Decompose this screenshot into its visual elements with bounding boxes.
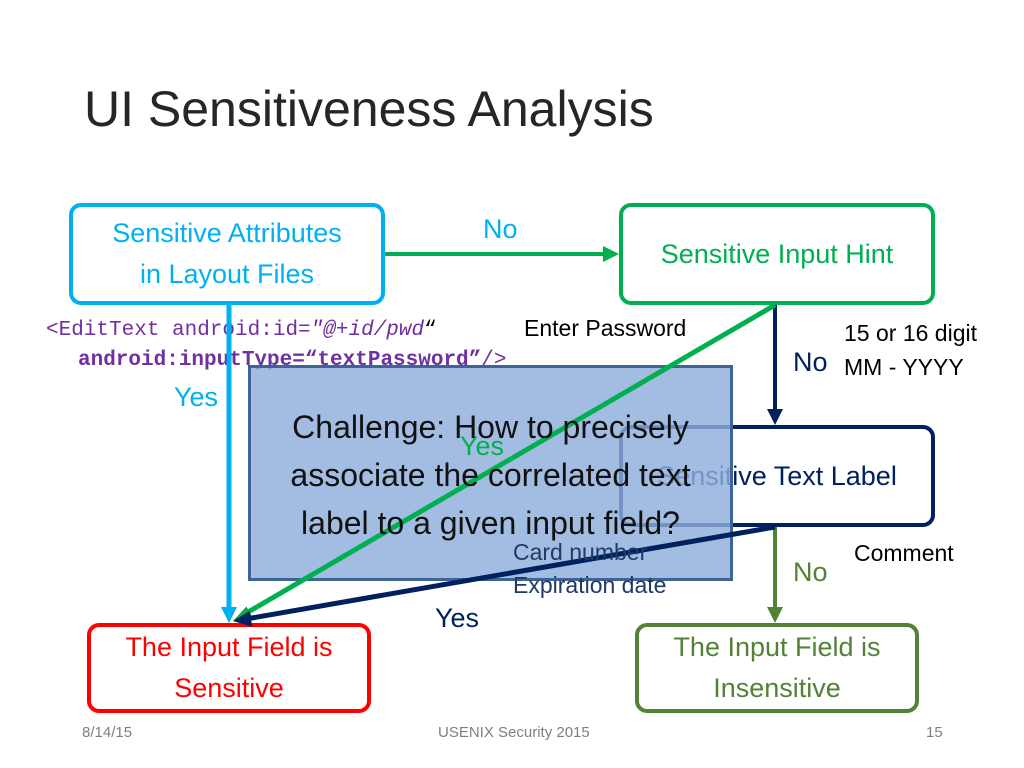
input-field-insensitive-line2: Insensitive — [713, 673, 841, 703]
edge-label-no-label: No — [793, 557, 828, 587]
challenge-line3: label to a given input field? — [301, 505, 680, 541]
example-enter-password: Enter Password — [524, 315, 687, 341]
edge-label-yes-hint: Yes — [460, 431, 505, 461]
input-field-sensitive-box: The Input Field is Sensitive — [87, 623, 371, 713]
code-id-value: "@+id/pwd — [310, 319, 425, 342]
arrowhead-attr-to-sensitive — [221, 607, 237, 623]
example-expiration-date: Expiration date — [513, 572, 667, 598]
sensitive-attributes-box: Sensitive Attributes in Layout Files — [69, 203, 385, 305]
code-quote: “ — [424, 319, 437, 342]
example-digits: 15 or 16 digit — [844, 320, 977, 346]
sensitive-attributes-line2: in Layout Files — [139, 259, 315, 289]
edge-label-yes-attr: Yes — [174, 382, 219, 412]
edge-label-no-hint: No — [793, 347, 828, 377]
arrow-label-to-sensitive — [245, 524, 776, 622]
input-field-sensitive-line2: Sensitive — [174, 673, 284, 703]
arrowhead-hint-to-label — [767, 409, 783, 425]
footer-venue: USENIX Security 2015 — [438, 724, 590, 741]
sensitive-input-hint-box: Sensitive Input Hint — [619, 203, 935, 305]
sensitive-attributes-line1: Sensitive Attributes — [112, 218, 342, 248]
code-edittext-tag: <EditText android:id= — [46, 319, 311, 342]
input-field-insensitive-box: The Input Field is Insensitive — [635, 623, 919, 713]
sensitive-input-hint-label: Sensitive Input Hint — [660, 238, 894, 269]
code-line-1: <EditText android:id="@+id/pwd“ — [46, 319, 437, 342]
edge-label-no-attr: No — [483, 214, 518, 244]
arrowhead-label-to-insensitive — [767, 607, 783, 623]
example-comment: Comment — [854, 540, 954, 566]
challenge-line1: Challenge: How to precisely — [292, 409, 689, 445]
footer-page-number: 15 — [926, 724, 943, 741]
edge-label-yes-label: Yes — [435, 603, 480, 633]
footer-date: 8/14/15 — [82, 724, 133, 741]
example-card-number: Card number — [513, 539, 648, 565]
arrowhead-label-to-sensitive — [233, 611, 253, 627]
slide-title: UI Sensitiveness Analysis — [84, 81, 654, 137]
arrow-hint-to-sensitive — [241, 302, 777, 618]
input-field-insensitive-line1: The Input Field is — [673, 632, 881, 662]
challenge-text: Challenge: How to precisely associate th… — [248, 403, 733, 547]
challenge-line2: associate the correlated text — [290, 457, 691, 493]
example-date-format: MM - YYYY — [844, 354, 964, 380]
arrowhead-attr-to-hint — [603, 246, 619, 262]
input-field-sensitive-line1: The Input Field is — [125, 632, 333, 662]
